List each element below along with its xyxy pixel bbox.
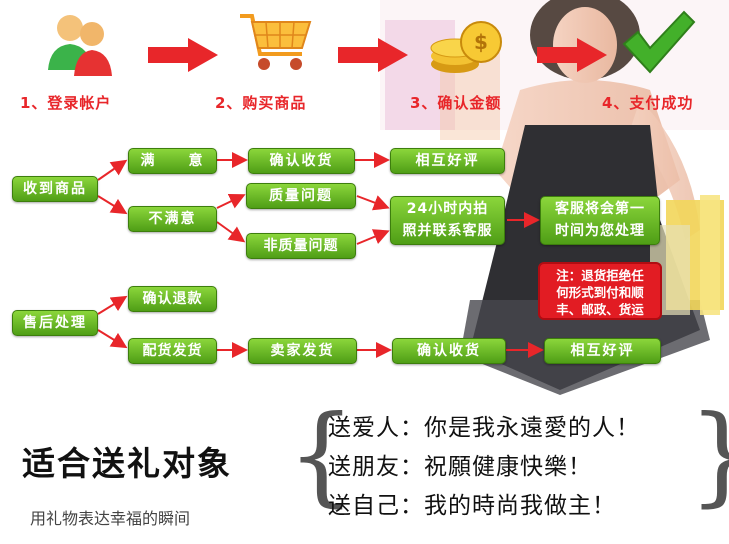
service-line-1: 客服将会第一 — [555, 201, 645, 217]
left-brace: { — [287, 393, 356, 518]
note-line-1: 注：退货拒绝任 — [556, 268, 644, 283]
step-label-purchase: 2、购买商品 — [215, 94, 307, 112]
gift-line-lover: 送爱人：你是我永遠愛的人！ — [328, 415, 640, 441]
gift-line-self: 送自己：我的時尚我做主！ — [328, 493, 616, 519]
step-arrow-1 — [148, 38, 218, 72]
pill-review-2: 相互好评 — [544, 338, 661, 364]
pill-confirm-receipt-2: 确认收货 — [392, 338, 506, 364]
pill-service-handle: 客服将会第一 时间为您处理 — [540, 196, 660, 245]
gift-title: 适合送礼对象 — [22, 444, 232, 483]
step-label-login: 1、登录帐户 — [20, 94, 112, 112]
pill-unsatisfied: 不满意 — [128, 206, 217, 232]
note-line-2: 何形式到付和顺 — [556, 285, 644, 300]
pill-confirm-receipt-1: 确认收货 — [248, 148, 355, 174]
right-brace: } — [688, 402, 729, 510]
pill-after-sales: 售后处理 — [12, 310, 98, 336]
photo-line-1: 24小时内拍 — [406, 201, 489, 217]
gift-subtitle: 用礼物表达幸福的瞬间 — [30, 509, 191, 528]
photo-line-2: 照并联系客服 — [402, 223, 493, 239]
step-arrow-2 — [338, 38, 408, 72]
step-label-confirm-amount: 3、确认金额 — [410, 94, 502, 112]
step-label-payment-success: 4、支付成功 — [602, 94, 694, 112]
pill-confirm-refund: 确认退款 — [128, 286, 217, 312]
shopping-cart-icon — [240, 14, 312, 70]
pill-photo-contact-service: 24小时内拍 照并联系客服 — [390, 196, 505, 245]
gold-coins-icon: $ — [430, 21, 502, 73]
note-line-3: 丰、邮政、货运 — [556, 302, 644, 317]
pill-satisfied: 满 意 — [128, 148, 217, 174]
pill-seller-ship: 卖家发货 — [248, 338, 357, 364]
pill-quality-issue: 质量问题 — [246, 183, 356, 209]
checkmark-icon — [622, 10, 696, 74]
users-icon — [48, 15, 112, 76]
svg-text:$: $ — [474, 30, 488, 54]
pill-ship: 配货发货 — [128, 338, 217, 364]
pill-review-1: 相互好评 — [390, 148, 505, 174]
pill-received: 收到商品 — [12, 176, 98, 202]
pill-non-quality-issue: 非质量问题 — [246, 233, 356, 259]
service-line-2: 时间为您处理 — [555, 223, 645, 239]
flow-connectors — [97, 152, 544, 358]
gift-line-friend: 送朋友：祝願健康快樂！ — [328, 454, 592, 480]
step-arrow-3 — [537, 38, 607, 72]
return-policy-note: 注：退货拒绝任 何形式到付和顺 丰、邮政、货运 — [538, 262, 662, 320]
